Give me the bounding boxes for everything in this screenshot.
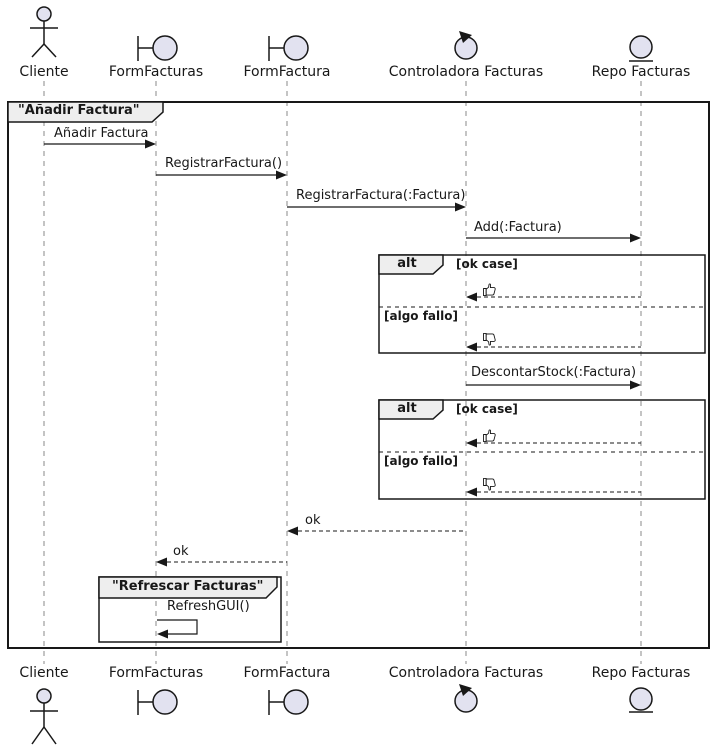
refresh-frame-title-tab xyxy=(98,576,278,599)
participant-label-controladora-bottom: Controladora Facturas xyxy=(388,665,544,681)
alt2-operator-label: alt xyxy=(397,401,417,416)
arrow-add-factura xyxy=(466,233,641,243)
frame-border xyxy=(7,101,710,649)
alt-frame-add xyxy=(378,254,706,354)
return-arrows xyxy=(156,292,641,567)
alt-frame-stock xyxy=(378,399,706,500)
alt2-operator-tab xyxy=(378,399,444,420)
sync-arrows xyxy=(44,139,641,639)
participant-label-formfactura-top: FormFactura xyxy=(243,64,331,80)
participant-label-formfactura-bottom: FormFactura xyxy=(243,665,331,681)
arrow-registrar-factura xyxy=(156,170,287,180)
participant-label-controladora-top: Controladora Facturas xyxy=(388,64,544,80)
frame-refrescar-facturas xyxy=(98,576,282,643)
control-icon-controladora-top xyxy=(454,31,478,60)
message-label-add-factura: Add(:Factura) xyxy=(474,220,562,235)
message-label-descontar-stock: DescontarStock(:Factura) xyxy=(471,365,637,380)
frame-anadir-factura xyxy=(7,101,710,649)
arrow-thumbsup-add xyxy=(466,292,641,302)
alt1-border xyxy=(378,254,706,354)
boundary-icon-formfactura-top xyxy=(268,35,309,61)
alt1-guard-ok: [ok case] xyxy=(456,257,518,271)
arrow-ok-controller-to-form xyxy=(287,526,466,536)
arrow-ok-form-to-forms xyxy=(156,557,287,567)
arrow-thumbsdown-add xyxy=(466,342,641,352)
alt2-border xyxy=(378,399,706,500)
control-icon-controladora-bottom xyxy=(454,684,478,713)
entity-icon-repo-top xyxy=(629,35,653,62)
participant-label-repo-bottom: Repo Facturas xyxy=(591,665,691,681)
participant-label-repo-top: Repo Facturas xyxy=(591,64,691,80)
thumbs-up-icon xyxy=(483,429,496,443)
frame-title-tab xyxy=(7,101,164,123)
boundary-icon-formfactura-bottom xyxy=(268,689,309,715)
arrow-anadir-factura xyxy=(44,139,156,149)
entity-icon-repo-bottom xyxy=(629,687,653,713)
participant-label-formfacturas-bottom: FormFacturas xyxy=(108,665,204,681)
arrow-thumbsdown-stock xyxy=(466,487,641,497)
arrow-descontar-stock xyxy=(466,380,641,390)
alt2-guard-ok: [ok case] xyxy=(456,402,518,416)
alt1-operator-label: alt xyxy=(397,256,417,271)
participant-label-formfacturas-top: FormFacturas xyxy=(108,64,204,80)
arrow-registrar-factura-arg xyxy=(287,202,466,212)
message-label-registrar-factura-arg: RegistrarFactura(:Factura) xyxy=(296,188,466,203)
participant-label-cliente-top: Cliente xyxy=(19,64,69,80)
boundary-icon-formfacturas-bottom xyxy=(137,689,178,715)
thumbs-down-icon xyxy=(483,477,496,491)
frame-title-anadir-factura: "Añadir Factura" xyxy=(18,103,140,118)
alt1-guard-fail: [algo fallo] xyxy=(384,309,458,323)
message-label-registrar-factura: RegistrarFactura() xyxy=(165,156,283,171)
boundary-icon-formfacturas-top xyxy=(137,35,178,61)
alt2-guard-fail: [algo fallo] xyxy=(384,454,458,468)
actor-icon-cliente-bottom xyxy=(30,688,58,745)
lifelines xyxy=(43,81,642,664)
alt1-operator-tab xyxy=(378,254,444,275)
message-label-anadir-factura: Añadir Factura xyxy=(54,126,149,141)
message-label-ok-2: ok xyxy=(173,544,189,559)
frame-title-refrescar-facturas: "Refrescar Facturas" xyxy=(112,579,264,594)
thumbs-up-icon xyxy=(483,283,496,297)
message-label-ok-1: ok xyxy=(305,513,321,528)
participant-label-cliente-bottom: Cliente xyxy=(19,665,69,681)
actor-icon-cliente-top xyxy=(30,6,58,58)
message-label-refresh-gui: RefreshGUI() xyxy=(167,599,250,614)
thumbs-down-icon xyxy=(483,332,496,346)
arrow-refresh-gui-self xyxy=(157,619,198,639)
arrow-thumbsup-stock xyxy=(466,438,641,448)
